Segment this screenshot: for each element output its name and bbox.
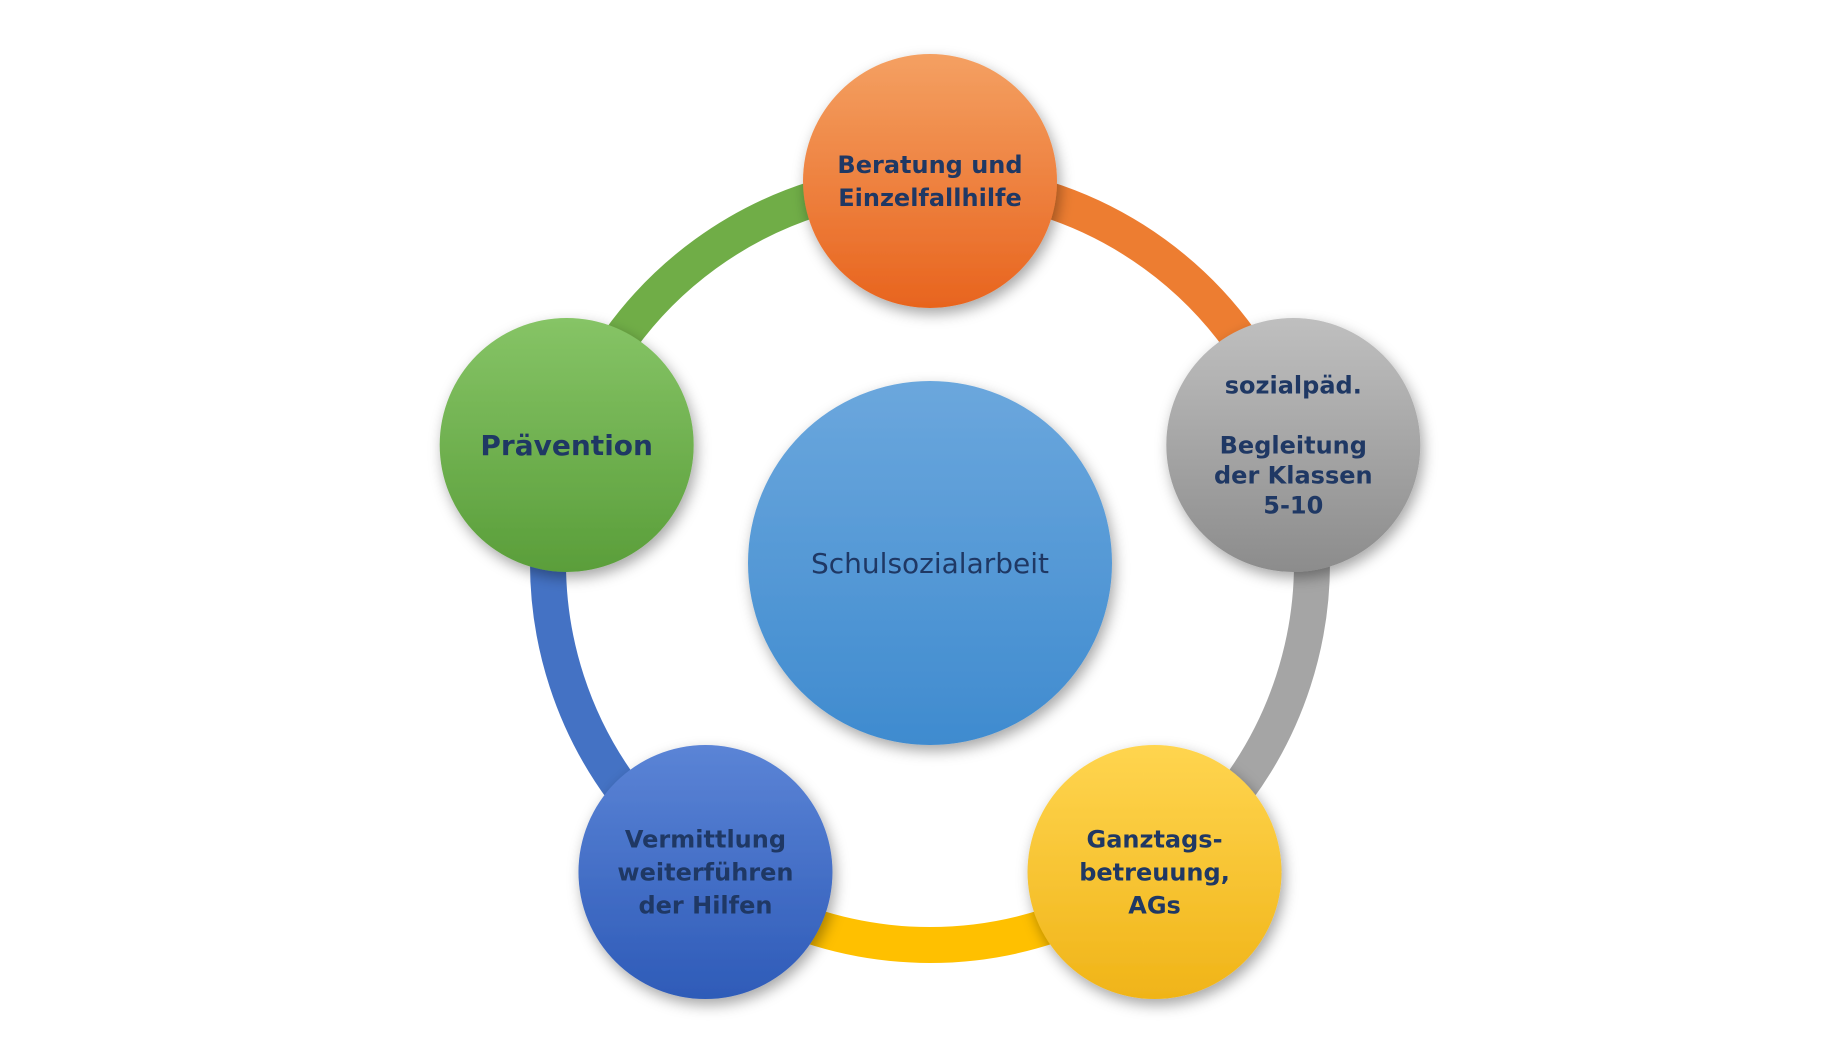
node-circle-praevention bbox=[439, 317, 694, 572]
node-label-begleitung: sozialpäd. bbox=[1225, 372, 1362, 400]
node-label-praevention: Prävention bbox=[480, 429, 653, 462]
node-label-begleitung: Begleitung bbox=[1220, 432, 1367, 460]
node-label-begleitung: 5-10 bbox=[1263, 492, 1323, 520]
node-praevention: Prävention bbox=[439, 317, 694, 572]
center-circle bbox=[748, 381, 1112, 745]
center-label: Schulsozialarbeit bbox=[811, 547, 1049, 580]
node-label-ganztag: betreuung, bbox=[1079, 859, 1230, 887]
center-group: Schulsozialarbeit bbox=[748, 381, 1112, 745]
node-label-begleitung: der Klassen bbox=[1214, 462, 1373, 490]
node-vermittlung: Vermittlung weiterführen der Hilfen bbox=[578, 745, 833, 1000]
node-label-beratung: Beratung und bbox=[837, 151, 1022, 179]
node-ganztag: Ganztags-betreuung, AGs bbox=[1027, 745, 1282, 1000]
node-label-ganztag: Ganztags- bbox=[1087, 826, 1223, 854]
node-circle-vermittlung bbox=[578, 745, 833, 1000]
node-label-vermittlung: weiterführen bbox=[617, 859, 793, 887]
node-label-vermittlung: Vermittlung bbox=[625, 826, 786, 854]
node-circle-begleitung bbox=[1166, 317, 1421, 572]
node-label-vermittlung: der Hilfen bbox=[638, 892, 772, 920]
node-label-ganztag: AGs bbox=[1128, 892, 1181, 920]
node-label-beratung: Einzelfallhilfe bbox=[838, 184, 1022, 212]
node-circle-beratung bbox=[803, 54, 1057, 308]
node-circle-ganztag bbox=[1027, 745, 1282, 1000]
